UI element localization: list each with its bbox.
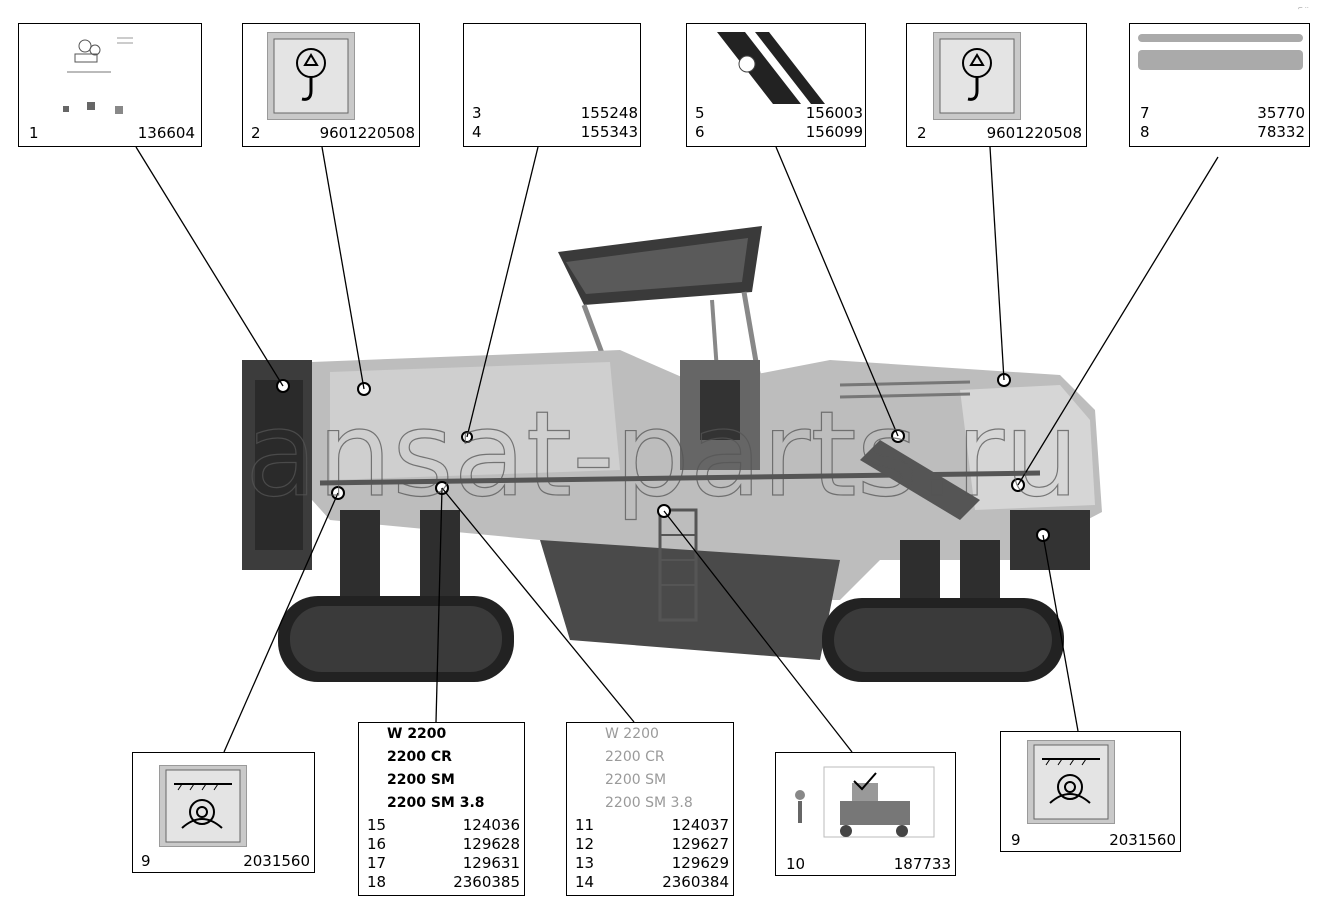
item-row: 6 156099: [695, 123, 863, 141]
model-variant: 2200 CR: [605, 749, 665, 765]
callout-box-9b: 9 2031560: [1000, 731, 1181, 852]
item-number: 11: [575, 816, 595, 834]
callout-box-3: 3 155248 4 155343: [463, 23, 641, 147]
model-variant: 2200 SM 3.8: [387, 795, 485, 811]
part-code: 78332: [1257, 123, 1305, 141]
part-code: 129627: [671, 835, 729, 853]
callout-box-2b: 2 9601220508: [906, 23, 1087, 147]
item-row: 13 129629: [575, 854, 729, 872]
item-row: 15 124036: [367, 816, 520, 834]
item-row: 14 2360384: [575, 873, 729, 891]
item-number: 1: [29, 124, 39, 142]
item-row: 10 187733: [786, 855, 951, 873]
item-row: 4 155343: [472, 123, 638, 141]
part-code: 2031560: [1109, 831, 1176, 849]
callout-box-1: 1 136604: [18, 23, 202, 147]
part-code: 2031560: [243, 852, 310, 870]
item-number: 9: [1011, 831, 1021, 849]
model-variant: 2200 SM: [387, 772, 455, 788]
lifting-point-tile: [267, 32, 355, 120]
item-row: 12 129627: [575, 835, 729, 853]
part-code: 156003: [805, 104, 863, 122]
item-number: 16: [367, 835, 387, 853]
callout-box-10: 10 187733: [775, 752, 956, 876]
item-number: 10: [786, 855, 806, 873]
item-number: 14: [575, 873, 595, 891]
item-number: 18: [367, 873, 387, 891]
part-code: 155248: [580, 104, 638, 122]
item-row: 2 9601220508: [251, 124, 415, 142]
callout-box-5: 5 156003 6 156099: [686, 23, 866, 147]
item-number: 2: [917, 124, 927, 142]
stripe-decal-lower: [1138, 50, 1303, 70]
part-code: 129628: [462, 835, 520, 853]
warning-stripe-icon: [717, 32, 825, 104]
item-row: 7 35770: [1140, 104, 1305, 122]
part-code: 187733: [893, 855, 951, 873]
stripe-decal-upper: [1138, 34, 1303, 42]
item-number: 8: [1140, 123, 1150, 141]
callout-box-11: W 2200 2200 CR 2200 SM 2200 SM 3.8 11 12…: [566, 722, 734, 896]
part-code: 136604: [137, 124, 195, 142]
item-row: 9 2031560: [1011, 831, 1176, 849]
part-code: 156099: [805, 123, 863, 141]
item-number: 3: [472, 104, 482, 122]
part-code: 155343: [580, 123, 638, 141]
callout-box-15: W 2200 2200 CR 2200 SM 2200 SM 3.8 15 12…: [358, 722, 525, 896]
item-number: 13: [575, 854, 595, 872]
item-row: 1 136604: [29, 124, 195, 142]
item-row: 8 78332: [1140, 123, 1305, 141]
crane-hook-icon: [273, 38, 349, 114]
model-variant: 2200 SM: [605, 772, 667, 788]
part-code: 129631: [462, 854, 520, 872]
item-number: 12: [575, 835, 595, 853]
part-code: 2360385: [453, 873, 520, 891]
item-number: 6: [695, 123, 705, 141]
instruction-label-icon: [63, 37, 133, 114]
corner-mark: ⌐ ··: [1298, 5, 1309, 12]
lifting-point-tile: [933, 32, 1021, 120]
item-row: 9 2031560: [141, 852, 310, 870]
item-row: 2 9601220508: [917, 124, 1082, 142]
item-row: 17 129631: [367, 854, 520, 872]
model-variant: 2200 SM 3.8: [605, 795, 693, 811]
item-row: 3 155248: [472, 104, 638, 122]
item-number: 5: [695, 104, 705, 122]
part-code: 9601220508: [986, 124, 1082, 142]
part-code: 124037: [671, 816, 729, 834]
item-number: 9: [141, 852, 151, 870]
part-code: 124036: [462, 816, 520, 834]
callout-box-2a: 2 9601220508: [242, 23, 420, 147]
part-code: 2360384: [662, 873, 729, 891]
part-code: 129629: [671, 854, 729, 872]
callout-box-7: 7 35770 8 78332: [1129, 23, 1310, 147]
item-row: 18 2360385: [367, 873, 520, 891]
part-code: 35770: [1257, 104, 1305, 122]
item-number: 17: [367, 854, 387, 872]
item-number: 2: [251, 124, 261, 142]
item-number: 4: [472, 123, 482, 141]
part-code: 9601220508: [319, 124, 415, 142]
tie-down-icon: [1033, 744, 1109, 820]
item-row: 16 129628: [367, 835, 520, 853]
item-row: 5 156003: [695, 104, 863, 122]
item-number: 7: [1140, 104, 1150, 122]
callout-box-9a: 9 2031560: [132, 752, 315, 873]
tie-down-icon: [165, 769, 241, 843]
tie-down-tile: [159, 765, 247, 847]
item-row: 11 124037: [575, 816, 729, 834]
model-variant: W 2200: [605, 726, 659, 742]
item-number: 15: [367, 816, 387, 834]
watermark-text: ansat-parts.ru: [245, 385, 1079, 523]
model-variant: 2200 CR: [387, 749, 452, 765]
model-variant: W 2200: [387, 726, 447, 742]
crane-hook-icon: [939, 38, 1015, 114]
transport-loading-icon: [795, 766, 935, 838]
tie-down-tile: [1027, 740, 1115, 824]
